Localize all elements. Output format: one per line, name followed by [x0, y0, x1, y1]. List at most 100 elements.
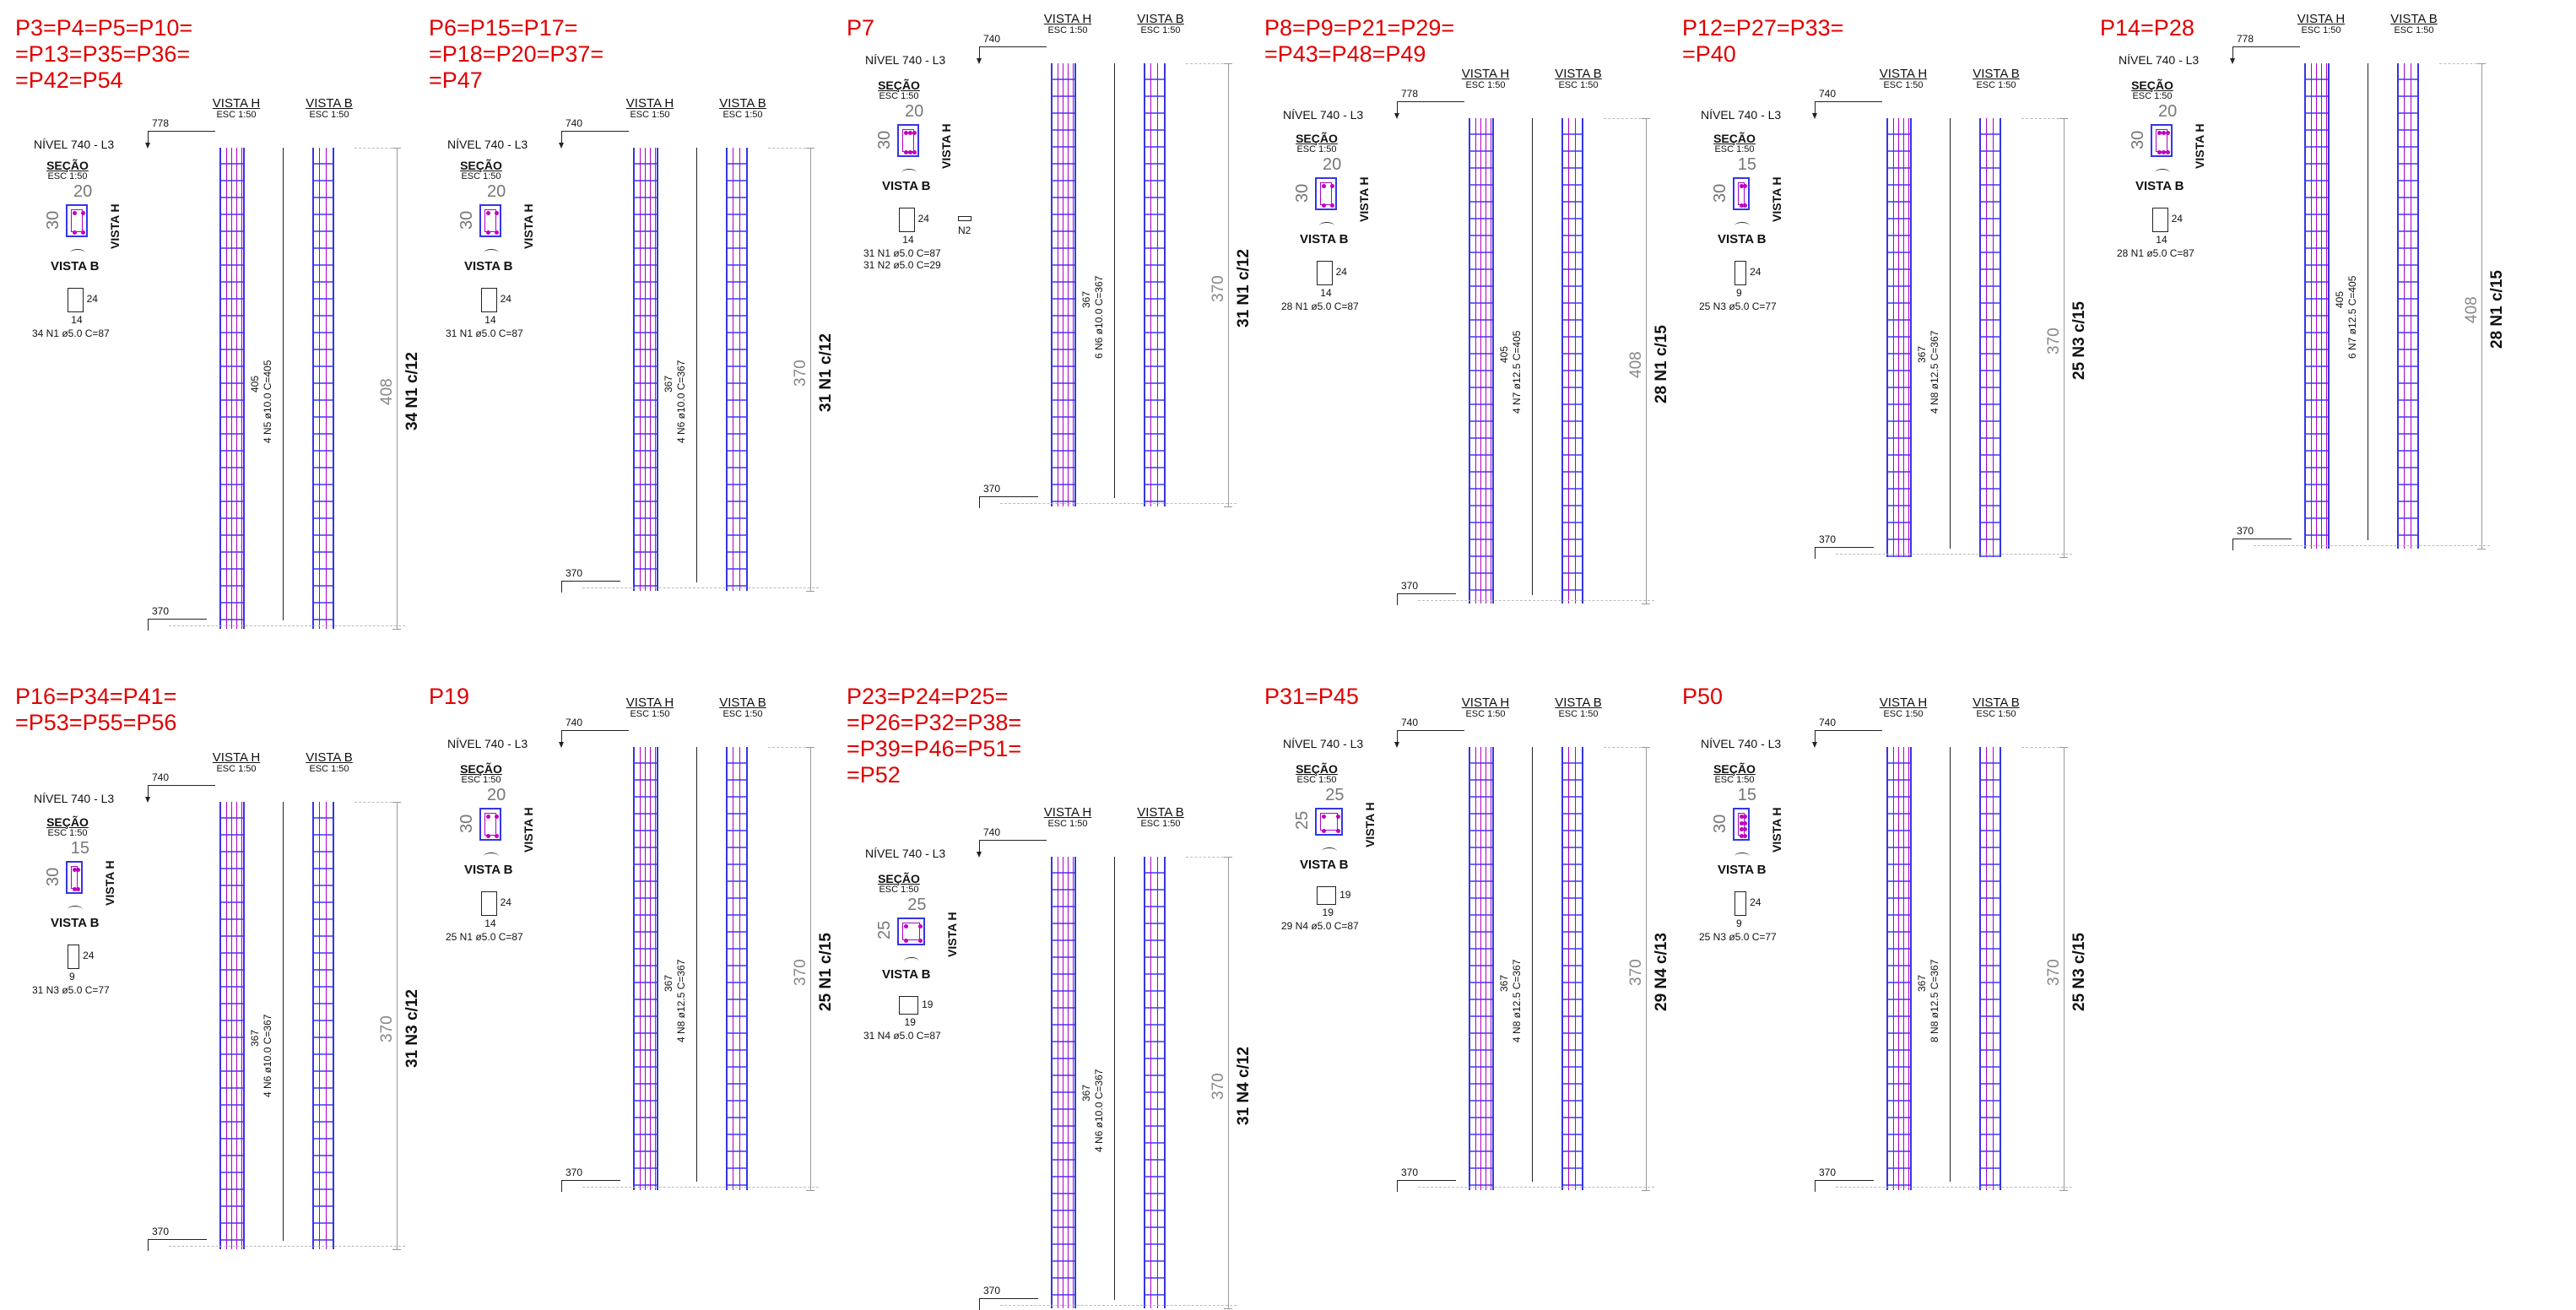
longitudinal-bar [1986, 118, 1987, 557]
section-width: 15 [1737, 786, 1756, 804]
vista-b-title: VISTA B [1137, 12, 1184, 26]
stirrup-note: 25 N3 ø5.0 C=77 [1699, 930, 1777, 943]
stirrup-height: 24 [2171, 213, 2183, 225]
pillar-panel: P23=P24=P25==P26=P32=P38==P39=P46=P51==P… [831, 684, 1253, 1310]
tie-shape-icon [958, 216, 971, 221]
top-level-value: 740 [1401, 717, 1419, 728]
rebar-dot [2162, 131, 2166, 135]
rebar-dot [908, 131, 912, 135]
longitudinal-length: 367 [1080, 1084, 1092, 1102]
height-dimension-line [397, 148, 398, 629]
top-level-line [979, 46, 1047, 47]
section-label: SEÇÃO [1713, 762, 1756, 776]
rebar-dot [1742, 827, 1747, 832]
top-level-value: 778 [152, 117, 170, 129]
vista-b-column [312, 148, 334, 629]
longitudinal-bar-label: 8 N8 ø12.5 C=367 [1929, 959, 1940, 1042]
vista-h-title: VISTA H [1461, 67, 1510, 81]
level-arrow-icon [145, 797, 150, 803]
section-height: 30 [457, 814, 476, 833]
section-width: 25 [1325, 786, 1345, 804]
reference-line [768, 148, 814, 149]
reference-line [2021, 118, 2068, 119]
view-arrow-icon [70, 249, 85, 257]
stirrup-note: 25 N3 ø5.0 C=77 [1699, 300, 1777, 312]
stirrup-spacing-label: 28 N1 c/15 [2488, 269, 2506, 349]
vista-h-scale: ESC 1:50 [216, 110, 257, 120]
longitudinal-bar [1893, 118, 1894, 557]
height-dimension: 370 [378, 1015, 396, 1042]
top-level-line [148, 131, 215, 132]
dimension-tick [2059, 118, 2068, 119]
rebar-dot [73, 868, 77, 872]
height-dimension-line [1646, 118, 1647, 604]
section-width: 20 [2158, 102, 2178, 121]
vista-b-scale: ESC 1:50 [1140, 819, 1181, 829]
longitudinal-bar [746, 148, 748, 591]
longitudinal-bar [1561, 747, 1563, 1190]
pillar-title-line: P3=P4=P5=P10= [15, 15, 193, 41]
longitudinal-bar [655, 747, 656, 1190]
level-label: NÍVEL 740 - L3 [1701, 108, 1782, 122]
top-level-value: 740 [566, 117, 583, 129]
dimension-tick [392, 802, 401, 803]
stirrup-width: 14 [484, 917, 496, 929]
stirrup-note: 29 N4 ø5.0 C=87 [1281, 920, 1359, 933]
top-level-tick [561, 131, 562, 143]
stirrup-width: 14 [902, 233, 914, 246]
level-label: NÍVEL 740 - L3 [865, 53, 946, 67]
reference-line [1836, 554, 2072, 555]
longitudinal-bar [1898, 747, 1899, 1190]
section-width: 20 [905, 102, 924, 121]
pillar-title-line: P50 [1682, 684, 1724, 709]
rebar-dot [1330, 203, 1334, 208]
longitudinal-bar [1144, 857, 1145, 1308]
level-label: NÍVEL 740 - L3 [447, 737, 528, 750]
pillar-title-line: P7 [847, 15, 875, 41]
pillar-title-line: P19 [429, 684, 470, 709]
longitudinal-bar [319, 802, 320, 1249]
stirrup-height: 24 [917, 213, 929, 225]
pillar-title-line: P16=P34=P41= [15, 684, 177, 709]
height-dimension: 370 [1627, 958, 1645, 986]
top-level-tick [1815, 101, 1816, 113]
stirrup-shape-icon [68, 945, 80, 969]
dimension-tick [2477, 63, 2486, 64]
section-vista-b-label: VISTA B [1718, 232, 1767, 246]
vista-h-title: VISTA H [2297, 12, 2346, 26]
level-arrow-icon [977, 58, 982, 64]
section-scale: ESC 1:50 [1714, 775, 1755, 785]
elevation-separator [696, 747, 697, 1182]
section-label: SEÇÃO [46, 815, 89, 829]
stirrup-width: 19 [904, 1016, 916, 1029]
vista-h-column [219, 148, 245, 629]
pillar-title: P14=P28 [2100, 15, 2194, 41]
reference-line [169, 1246, 405, 1247]
rebar-dot [1742, 820, 1747, 826]
reference-line [1604, 118, 1650, 119]
longitudinal-bar [326, 148, 327, 629]
section-vista-h-label: VISTA H [102, 860, 116, 906]
bottom-level-tick [979, 1298, 980, 1310]
section-vista-h-label: VISTA H [1769, 176, 1783, 222]
dimension-tick [1642, 747, 1650, 748]
column-section [1733, 808, 1750, 841]
section-vista-b-label: VISTA B [1300, 232, 1349, 246]
stirrup-width: 14 [71, 313, 83, 326]
level-label: NÍVEL 740 - L3 [2119, 53, 2200, 67]
section-width: 20 [487, 182, 506, 201]
section-width: 20 [1323, 155, 1342, 174]
longitudinal-bar [1164, 63, 1166, 506]
stirrup-shape-icon [481, 891, 497, 916]
reference-line [1186, 63, 1232, 64]
section-vista-b-label: VISTA B [882, 179, 931, 193]
top-level-line [561, 730, 629, 731]
longitudinal-bar [2397, 63, 2399, 549]
dimension-tick [2059, 557, 2068, 558]
vista-h-scale: ESC 1:50 [1465, 709, 1506, 719]
section-width: 20 [73, 182, 93, 201]
